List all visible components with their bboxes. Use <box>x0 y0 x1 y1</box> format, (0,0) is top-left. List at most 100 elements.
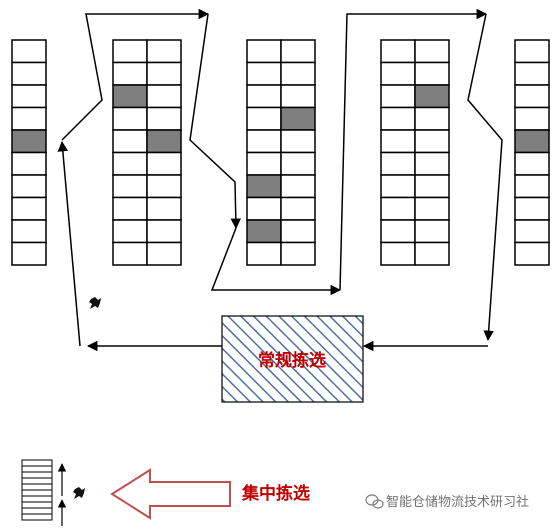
rack-cell <box>11 84 47 109</box>
rack-cell <box>146 106 182 131</box>
rack-cell <box>112 106 148 131</box>
rack-cell <box>380 151 416 176</box>
rack-cell-filled <box>414 84 450 109</box>
rack-4 <box>380 39 450 266</box>
rack-cell <box>414 129 450 154</box>
rack-cell <box>380 106 416 131</box>
rack-cell <box>380 84 416 109</box>
rack-cell <box>514 61 550 86</box>
rack-cell <box>380 174 416 199</box>
rack-cell <box>11 151 47 176</box>
rack-cell <box>280 196 316 221</box>
route-segment-down-right <box>467 13 503 342</box>
rack-cell-filled <box>146 129 182 154</box>
rack-cell <box>380 61 416 86</box>
rack-cell <box>11 219 47 244</box>
rack-cell <box>414 241 450 266</box>
rack-cell <box>11 61 47 86</box>
storage-racks <box>11 39 550 266</box>
watermark: 智能仓储物流技术研习社 <box>365 494 529 510</box>
rack-cell <box>11 241 47 266</box>
wechat-icon <box>365 494 384 509</box>
rack-cell <box>414 219 450 244</box>
rack-cell <box>380 219 416 244</box>
rack-cell <box>514 241 550 266</box>
rack-cell <box>246 129 282 154</box>
rack-cell <box>146 84 182 109</box>
rack-cell <box>414 151 450 176</box>
rack-cell <box>112 174 148 199</box>
rack-cell <box>146 196 182 221</box>
legend-label: 集中拣选 <box>241 483 310 504</box>
rack-cell <box>514 106 550 131</box>
rack-cell <box>380 241 416 266</box>
rack-cell <box>246 84 282 109</box>
rack-cell <box>514 174 550 199</box>
rack-cell <box>246 106 282 131</box>
rack-cell <box>280 84 316 109</box>
rack-cell <box>112 61 148 86</box>
picker-figure-icon <box>89 297 101 309</box>
route-segment-return-up <box>57 140 81 347</box>
rack-cell <box>414 106 450 131</box>
rack-cell-filled <box>112 84 148 109</box>
rack-cell <box>246 39 282 64</box>
rack-cell <box>280 151 316 176</box>
rack-cell <box>11 39 47 64</box>
rack-cell <box>246 61 282 86</box>
centralized-picking-legend: 集中拣选 <box>21 459 310 526</box>
rack-cell <box>280 241 316 266</box>
rack-cell <box>414 196 450 221</box>
rack-cell <box>146 39 182 64</box>
legend-left-arrow-icon <box>110 468 231 520</box>
rack-cell <box>246 241 282 266</box>
rack-cell <box>280 129 316 154</box>
rack-cell <box>112 151 148 176</box>
picking-route <box>57 8 503 352</box>
rack-cell <box>514 151 550 176</box>
rack-cell <box>112 219 148 244</box>
rack-cell <box>112 39 148 64</box>
rack-cell <box>514 196 550 221</box>
route-segment-up-left <box>61 8 210 141</box>
rack-cell <box>380 129 416 154</box>
watermark-text: 智能仓储物流技术研习社 <box>386 494 529 510</box>
rack-cell <box>280 61 316 86</box>
picking-station: 常规拣选 <box>221 315 364 403</box>
rack-cell <box>146 61 182 86</box>
rack-cell <box>11 106 47 131</box>
rack-cell <box>146 151 182 176</box>
rack-cell <box>280 174 316 199</box>
station-label: 常规拣选 <box>258 350 326 371</box>
rack-cell-filled <box>246 219 282 244</box>
rack-cell <box>11 174 47 199</box>
rack-5 <box>514 39 550 266</box>
rack-cell-filled <box>246 174 282 199</box>
rack-cell <box>112 241 148 266</box>
route-segment-bottom-mid <box>210 227 342 296</box>
rack-cell <box>246 151 282 176</box>
rack-cell <box>112 129 148 154</box>
rack-cell <box>146 219 182 244</box>
rack-2 <box>112 39 182 266</box>
rack-cell-filled <box>11 129 47 154</box>
rack-cell <box>514 39 550 64</box>
route-segment-down-mid <box>189 13 242 230</box>
rack-cell <box>414 174 450 199</box>
rack-cell <box>514 219 550 244</box>
rack-cell <box>146 174 182 199</box>
rack-cell <box>112 196 148 221</box>
rack-cell <box>414 39 450 64</box>
rack-cell <box>280 39 316 64</box>
legend-rack-stack-icon <box>21 459 53 521</box>
rack-cell <box>380 196 416 221</box>
rack-cell <box>514 84 550 109</box>
picker-figure-small-icon <box>73 487 85 499</box>
rack-cell <box>246 196 282 221</box>
route-segment-up-right <box>339 8 488 291</box>
rack-cell-filled <box>280 106 316 131</box>
rack-cell <box>146 241 182 266</box>
rack-cell <box>380 39 416 64</box>
rack-cell <box>280 219 316 244</box>
